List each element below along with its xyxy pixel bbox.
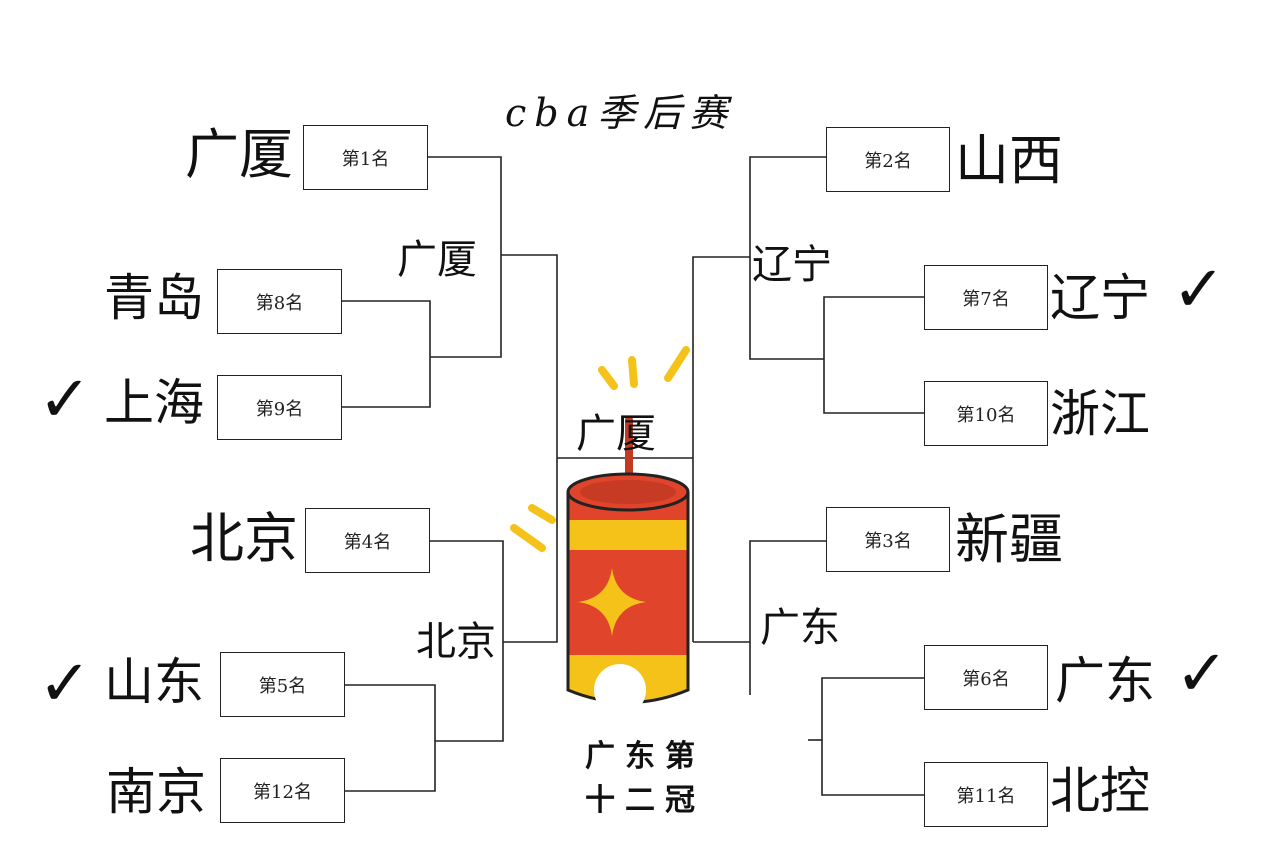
team-liaoning: 辽宁	[1050, 269, 1150, 327]
team-qingdao: 青岛	[104, 269, 204, 327]
winner-left-bottom: 北京	[416, 619, 496, 665]
team-shanghai: 上海	[104, 374, 204, 432]
check-shandong-icon: ✓	[38, 647, 92, 721]
seed-box-11: 第11名	[924, 762, 1048, 827]
seed-box-6: 第6名	[924, 645, 1048, 710]
seed-box-10: 第10名	[924, 381, 1048, 446]
seed-box-1: 第1名	[303, 125, 428, 190]
check-guangdong-icon: ✓	[1175, 637, 1229, 711]
seed-box-3: 第3名	[826, 507, 950, 572]
team-guangsha: 广厦	[185, 123, 293, 186]
seed-box-9: 第9名	[217, 375, 342, 440]
bracket-title: cba季后赛	[505, 91, 736, 135]
winner-right-bottom: 广东	[760, 605, 840, 651]
champion-caption: 广东第 十二冠	[585, 735, 735, 823]
seed-box-2: 第2名	[826, 127, 950, 192]
winner-right-top: 辽宁	[752, 242, 832, 288]
team-beijing: 北京	[190, 507, 298, 570]
check-shanghai-icon: ✓	[38, 363, 92, 437]
team-zhejiang: 浙江	[1050, 385, 1150, 443]
winner-center: 广厦	[576, 411, 656, 457]
team-guangdong: 广东	[1055, 652, 1155, 710]
seed-box-7: 第7名	[924, 265, 1048, 330]
check-liaoning-icon: ✓	[1172, 253, 1226, 327]
seed-box-12: 第12名	[220, 758, 345, 823]
team-shanxi: 山西	[955, 129, 1063, 192]
team-shandong: 山东	[104, 653, 204, 711]
firecracker-icon	[510, 346, 690, 716]
champion-caption-line1: 广东第	[585, 739, 705, 774]
team-beikong: 北控	[1050, 762, 1150, 820]
seed-box-4: 第4名	[305, 508, 430, 573]
team-nanjing: 南京	[106, 763, 206, 821]
champion-caption-line2: 十二冠	[585, 783, 705, 818]
seed-box-8: 第8名	[217, 269, 342, 334]
winner-left-top: 广厦	[397, 237, 477, 283]
seed-box-5: 第5名	[220, 652, 345, 717]
team-xinjiang: 新疆	[955, 508, 1063, 571]
